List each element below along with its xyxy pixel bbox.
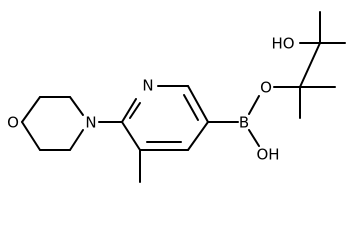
structure-diagram: O N N B O OH HO — [7, 11, 346, 183]
boron-hydroxyl-label: OH — [256, 146, 279, 164]
bond-py-6 — [121, 121, 141, 151]
bond-py-4 — [187, 121, 209, 151]
bond-morph-2 — [21, 121, 41, 151]
bond-boron-oh — [248, 129, 260, 147]
pinacol-hydroxyl-label: HO — [271, 35, 294, 53]
pinacol-fragment — [273, 11, 346, 119]
boron-label: B — [239, 114, 249, 132]
ester-oxygen-label: O — [260, 79, 272, 97]
morpholine-ring — [21, 96, 84, 151]
bond-boron-o — [248, 95, 260, 115]
pyridine-nitrogen-label: N — [142, 77, 153, 95]
bond-py-3 — [187, 85, 209, 123]
bond-py-3-inner — [183, 94, 199, 121]
bond-py-1 — [121, 98, 137, 123]
ring-oxygen-label: O — [7, 114, 19, 132]
bond-morph-5 — [69, 96, 84, 116]
bond-morph-6 — [69, 129, 84, 151]
morpholine-nitrogen-label: N — [85, 114, 96, 132]
bond-c1-c2 — [299, 42, 321, 88]
pyridine-ring — [121, 85, 209, 151]
bond-morph-1 — [21, 96, 41, 123]
bond-py-1-inner — [129, 102, 141, 119]
